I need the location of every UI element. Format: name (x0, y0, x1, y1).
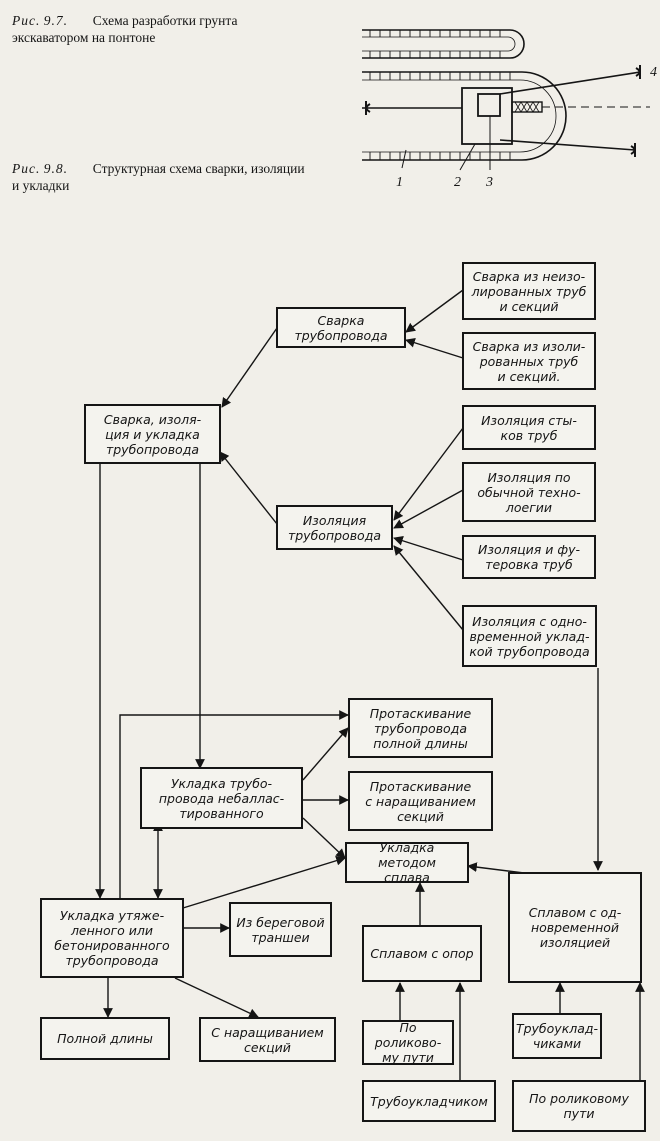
roller-path-node: По роликово- му пути (362, 1020, 454, 1065)
excavator-pontoon-sketch: 1 2 3 4 (362, 29, 657, 190)
weld-insulated-node: Сварка из изоли- рованных труб и секций. (462, 332, 596, 390)
callout-2: 2 (454, 175, 461, 190)
pull-with-sections-node: Протаскивание с наращиванием секций (348, 771, 493, 831)
figure-9-8-caption: Рис. 9.8. Структурная схема сварки, изол… (12, 160, 312, 194)
callout-4: 4 (650, 65, 657, 80)
caption-text: Структурная схема сварки, изоляции и укл… (12, 161, 305, 193)
float-supports-node: Сплавом с опор (362, 925, 482, 982)
float-simultaneous-node: Сплавом с од- новременной изоляцией (508, 872, 642, 983)
callout-1: 1 (396, 175, 403, 190)
pipelayers-node: Трубоуклад- чиками (512, 1013, 602, 1059)
float-method-node: Укладка методом сплава (345, 840, 469, 885)
insulation-conventional-node: Изоляция по обычной техно- лоегии (462, 462, 596, 522)
weld-uninsulated-node: Сварка из неизо- лированных труб и секци… (462, 262, 596, 320)
figure-number: 9.8. (43, 161, 68, 176)
insulation-lining-node: Изоляция и фу- теровка труб (462, 535, 596, 579)
pull-full-length-node: Протаскивание трубопровода полной длины (348, 698, 493, 758)
insulation-node: Изоляция трубопровода (276, 505, 393, 550)
shore-trench-node: Из береговой траншеи (229, 902, 332, 957)
with-sections-node: С наращиванием секций (199, 1017, 336, 1062)
roller-path-2-node: По роликовому пути (512, 1080, 646, 1132)
figure-9-7-caption: Рис. 9.7. Схема разработки грунта экскав… (12, 12, 312, 46)
full-length-node: Полной длины (40, 1017, 170, 1060)
welding-node: Сварка трубопровода (276, 307, 406, 348)
callout-3: 3 (485, 175, 493, 190)
lay-weighted-node: Укладка утяже- ленного или бетонированно… (40, 898, 184, 978)
insulation-simultaneous-node: Изоляция с одно- временной уклад- кой тр… (462, 605, 597, 667)
figure-number: 9.7. (43, 13, 68, 28)
figure-label: Рис. (12, 161, 41, 176)
insulation-joints-node: Изоляция сты- ков труб (462, 405, 596, 450)
pipelayer-node: Трубоукладчиком (362, 1080, 496, 1122)
caption-text: Схема разработки грунта экскаватором на … (12, 13, 238, 45)
lay-unballasted-node: Укладка трубо- провода небаллас- тирован… (140, 767, 303, 829)
root-node: Сварка, изоля- ция и укладка трубопровод… (84, 404, 221, 464)
figure-label: Рис. (12, 13, 41, 28)
